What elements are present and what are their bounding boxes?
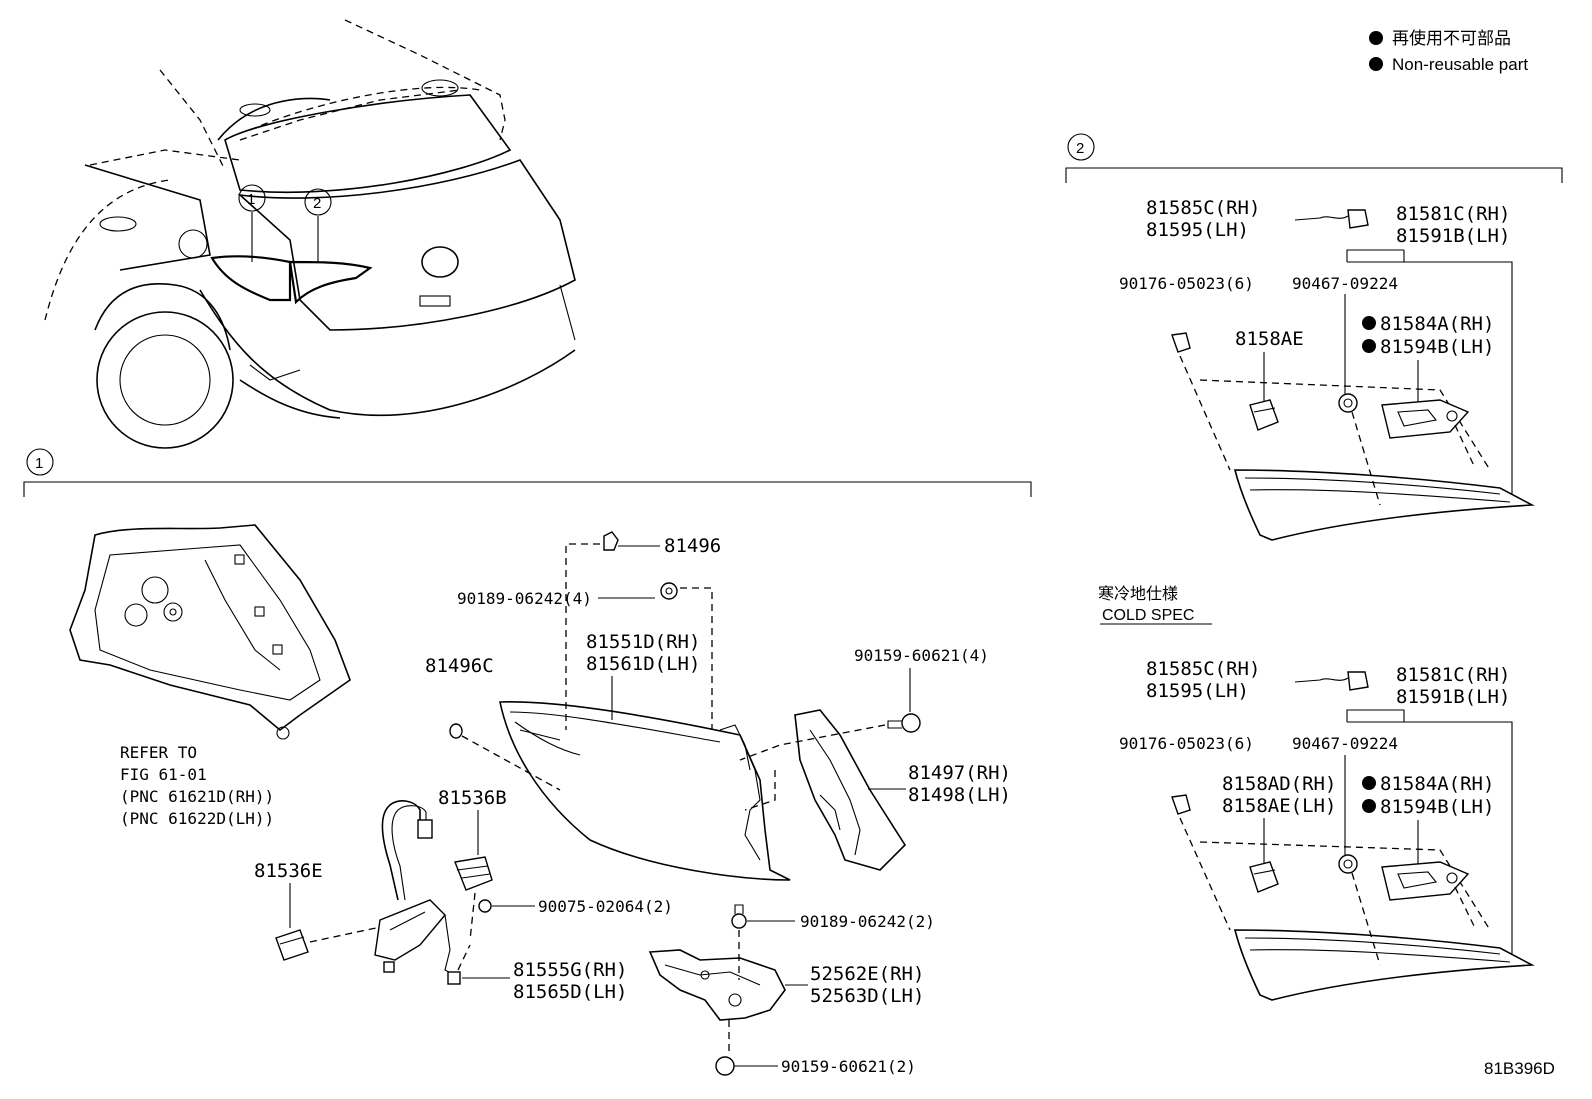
svg-text:81497(RH): 81497(RH) [908, 762, 1011, 784]
svg-text:8158AE(LH): 8158AE(LH) [1222, 795, 1336, 817]
svg-text:81591B(LH): 81591B(LH) [1396, 225, 1510, 247]
svg-text:81536E: 81536E [254, 860, 323, 882]
svg-text:90159-60621(4): 90159-60621(4) [854, 646, 989, 665]
part-81536B-socket: 81536B [438, 787, 507, 891]
part-90159-screw-4: 90159-60621(4) [854, 646, 989, 733]
svg-text:81591B(LH): 81591B(LH) [1396, 686, 1510, 708]
svg-text:52563D(LH): 52563D(LH) [810, 985, 924, 1007]
svg-text:81536B: 81536B [438, 787, 507, 809]
figure-code: 81B396D [1484, 1059, 1555, 1078]
callout-2-car: 2 [304, 188, 332, 216]
svg-text:(PNC 61621D(RH)): (PNC 61621D(RH)) [120, 787, 274, 806]
quarter-panel-inner [69, 524, 351, 740]
svg-text:81498(LH): 81498(LH) [908, 784, 1011, 806]
non-reusable-dot [1362, 316, 1376, 330]
svg-text:90189-06242(4): 90189-06242(4) [457, 589, 592, 608]
svg-text:81584A(RH): 81584A(RH) [1380, 773, 1494, 795]
svg-text:90159-60621(2): 90159-60621(2) [781, 1057, 916, 1076]
part-90159-screw-2: 90159-60621(2) [715, 1056, 916, 1076]
svg-text:(PNC 61622D(LH)): (PNC 61622D(LH)) [120, 809, 274, 828]
svg-text:90075-02064(2): 90075-02064(2) [538, 897, 673, 916]
part-90189-nut-4: 90189-06242(4) [457, 582, 678, 608]
part-81496C: 81496C [425, 655, 494, 739]
legend-jp: 再使用不可部品 [1392, 28, 1511, 48]
part-90189-nut-2: 90189-06242(2) [731, 904, 935, 931]
svg-text:1: 1 [35, 455, 43, 472]
section-2-bracket [1065, 167, 1563, 183]
svg-text:8158AD(RH): 8158AD(RH) [1222, 773, 1336, 795]
part-52562E-bracket: 52562E(RH) 52563D(LH) [648, 949, 924, 1021]
non-reusable-dot [1362, 339, 1376, 353]
svg-text:81561D(LH): 81561D(LH) [586, 653, 700, 675]
callout-2-section: 2 [1067, 133, 1095, 161]
svg-text:90467-09224: 90467-09224 [1292, 274, 1398, 293]
part-81497-bracket: 81497(RH) 81498(LH) [794, 709, 1011, 871]
non-reusable-dot [1369, 57, 1383, 71]
svg-text:81581C(RH): 81581C(RH) [1396, 664, 1510, 686]
section-1-bracket [23, 481, 1032, 497]
svg-text:81595(LH): 81595(LH) [1146, 680, 1249, 702]
svg-text:90189-06242(2): 90189-06242(2) [800, 912, 935, 931]
legend-en: Non-reusable part [1392, 55, 1528, 74]
svg-text:2: 2 [313, 195, 321, 212]
non-reusable-dot [1362, 799, 1376, 813]
svg-text:REFER TO: REFER TO [120, 743, 197, 762]
svg-text:81595(LH): 81595(LH) [1146, 219, 1249, 241]
callout-1-car: 1 [238, 184, 266, 212]
svg-text:81496: 81496 [664, 535, 721, 557]
non-reusable-dot [1369, 31, 1383, 45]
svg-text:FIG 61-01: FIG 61-01 [120, 765, 207, 784]
part-81496-clip: 81496 [603, 531, 721, 557]
svg-text:81555G(RH): 81555G(RH) [513, 959, 627, 981]
svg-text:81584A(RH): 81584A(RH) [1380, 313, 1494, 335]
svg-text:寒冷地仕様: 寒冷地仕様 [1098, 584, 1178, 603]
svg-text:2: 2 [1076, 140, 1084, 157]
svg-text:81581C(RH): 81581C(RH) [1396, 203, 1510, 225]
non-reusable-dot [1362, 776, 1376, 790]
upper-assembly: 81585C(RH) 81595(LH) 81581C(RH) 81591B(L… [1119, 197, 1535, 541]
svg-text:90176-05023(6): 90176-05023(6) [1119, 734, 1254, 753]
svg-text:81594B(LH): 81594B(LH) [1380, 336, 1494, 358]
svg-text:81565D(LH): 81565D(LH) [513, 981, 627, 1003]
legend: 再使用不可部品 Non-reusable part [1369, 28, 1528, 74]
part-90075-screw: 90075-02064(2) [478, 897, 673, 916]
svg-text:81496C: 81496C [425, 655, 494, 677]
part-81555G-harness: 81555G(RH) 81565D(LH) [374, 800, 627, 1003]
callout-1-section: 1 [26, 448, 54, 476]
svg-text:81594B(LH): 81594B(LH) [1380, 796, 1494, 818]
svg-text:81551D(RH): 81551D(RH) [586, 631, 700, 653]
svg-text:COLD SPEC: COLD SPEC [1102, 607, 1194, 624]
svg-text:52562E(RH): 52562E(RH) [810, 963, 924, 985]
svg-text:8158AE: 8158AE [1235, 328, 1304, 350]
tail-lamp-81551D: 81551D(RH) 81561D(LH) [499, 631, 791, 881]
car-rear-view [44, 19, 576, 449]
svg-text:81585C(RH): 81585C(RH) [1146, 197, 1260, 219]
svg-text:81585C(RH): 81585C(RH) [1146, 658, 1260, 680]
svg-text:1: 1 [247, 191, 255, 208]
cold-spec-header: 寒冷地仕様 COLD SPEC [1098, 584, 1212, 625]
part-81536E-socket: 81536E [254, 860, 323, 961]
svg-text:90176-05023(6): 90176-05023(6) [1119, 274, 1254, 293]
svg-text:90467-09224: 90467-09224 [1292, 734, 1398, 753]
lower-assembly: 81585C(RH) 81595(LH) 81581C(RH) 81591B(L… [1119, 658, 1535, 1001]
refer-to-text: REFER TO FIG 61-01 (PNC 61621D(RH)) (PNC… [120, 743, 274, 828]
